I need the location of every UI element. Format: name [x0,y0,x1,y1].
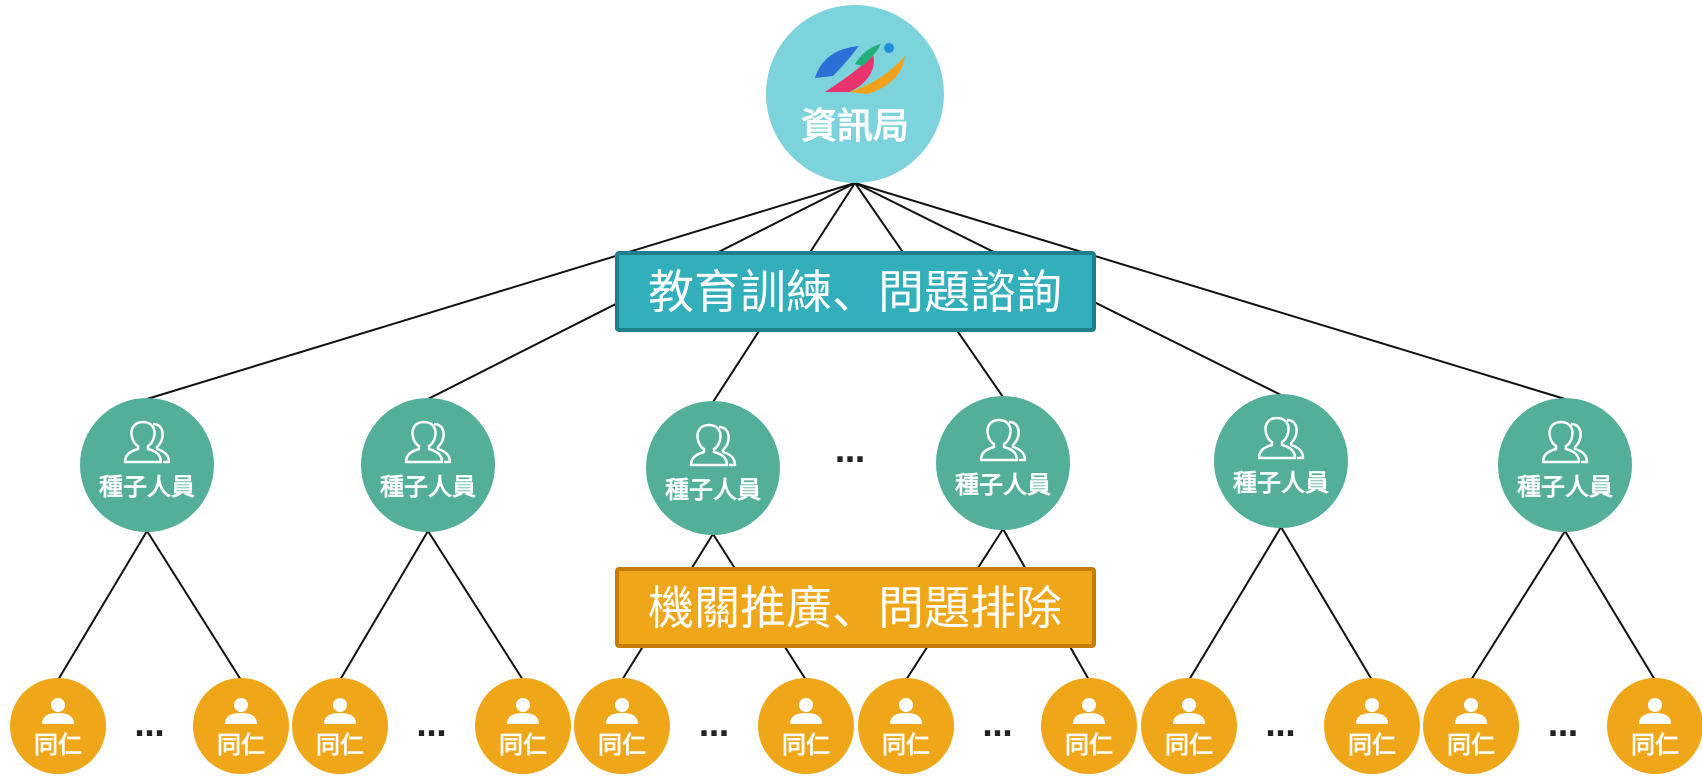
staff-node: 同仁 [193,678,289,774]
staff-node: 同仁 [475,678,571,774]
staff-label: 同仁 [1447,731,1495,759]
people-group-icon [123,420,171,464]
staff-ellipsis: … [417,709,447,744]
people-group-icon [1541,420,1589,464]
seed-to-staff-line [1188,526,1282,681]
staff-label: 同仁 [782,731,830,759]
staff-label: 同仁 [882,731,930,759]
staff-label: 同仁 [598,731,646,759]
seed-to-staff-line [146,530,242,681]
seed-label: 種子人員 [380,473,476,501]
person-icon [507,698,539,724]
staff-node: 同仁 [292,678,388,774]
seed-to-staff-line [57,530,148,681]
seed-label: 種子人員 [1233,469,1329,497]
taipei-logo-icon [815,43,905,94]
seed-to-staff-line [1564,530,1656,681]
root-node: 資訊局 [766,5,944,183]
staff-layer: 同仁 同仁 … 同仁 同仁 … 同仁 同仁 … 同仁 同仁 … 同仁 同仁 … 同仁 同仁 … [10,678,1702,774]
seed-to-staff-line [1470,530,1566,681]
staff-node: 同仁 [1141,678,1237,774]
staff-ellipsis: … [699,709,729,744]
person-icon [1173,698,1205,724]
staff-label: 同仁 [34,731,82,759]
root-label: 資訊局 [801,106,909,147]
staff-label: 同仁 [217,731,265,759]
staff-ellipsis: … [1266,709,1296,744]
seed-label: 種子人員 [99,473,195,501]
person-icon [1639,698,1671,724]
person-icon [1356,698,1388,724]
seed-node: 種子人員 [80,398,214,532]
seed-node: 種子人員 [1214,394,1348,528]
staff-node: 同仁 [574,678,670,774]
seed-layer: 種子人員 種子人員 種子人員 種子人員 種子人員 種子人員 … [80,394,1632,535]
root-to-seed-line [854,182,1566,400]
staff-label: 同仁 [1065,731,1113,759]
seed-node: 種子人員 [361,398,495,532]
people-group-icon [1257,416,1305,460]
staff-node: 同仁 [1423,678,1519,774]
people-group-icon [404,420,452,464]
people-group-icon [979,418,1027,462]
people-group-icon [689,423,737,467]
person-icon [42,698,74,724]
staff-ellipsis: … [983,709,1013,744]
staff-node: 同仁 [758,678,854,774]
staff-node: 同仁 [1324,678,1420,774]
person-icon [1455,698,1487,724]
person-icon [1073,698,1105,724]
seed-to-staff-line [1280,526,1373,681]
person-icon [225,698,257,724]
seed-label: 種子人員 [665,476,761,504]
staff-node: 同仁 [1607,678,1702,774]
seed-label: 種子人員 [1517,473,1613,501]
seed-to-staff-line [427,530,524,681]
banner-training-consulting-text: 教育訓練、問題諮詢 [648,265,1062,319]
person-icon [606,698,638,724]
person-icon [790,698,822,724]
staff-label: 同仁 [316,731,364,759]
person-icon [324,698,356,724]
seed-to-staff-line [339,530,429,681]
banner-training-consulting: 教育訓練、問題諮詢 [615,251,1096,332]
staff-node: 同仁 [858,678,954,774]
staff-ellipsis: … [1548,709,1578,744]
seed-ellipsis: … [835,435,865,470]
seed-node: 種子人員 [936,396,1070,530]
banner-promotion-troubleshooting-text: 機關推廣、問題排除 [648,581,1062,635]
staff-label: 同仁 [499,731,547,759]
staff-label: 同仁 [1165,731,1213,759]
banner-promotion-troubleshooting: 機關推廣、問題排除 [615,567,1096,648]
seed-node: 種子人員 [646,401,780,535]
root-to-seed-line [146,182,856,400]
seed-label: 種子人員 [955,471,1051,499]
staff-ellipsis: … [135,709,165,744]
staff-node: 同仁 [1041,678,1137,774]
staff-node: 同仁 [10,678,106,774]
seed-node: 種子人員 [1498,398,1632,532]
staff-label: 同仁 [1348,731,1396,759]
staff-label: 同仁 [1631,731,1679,759]
person-icon [890,698,922,724]
